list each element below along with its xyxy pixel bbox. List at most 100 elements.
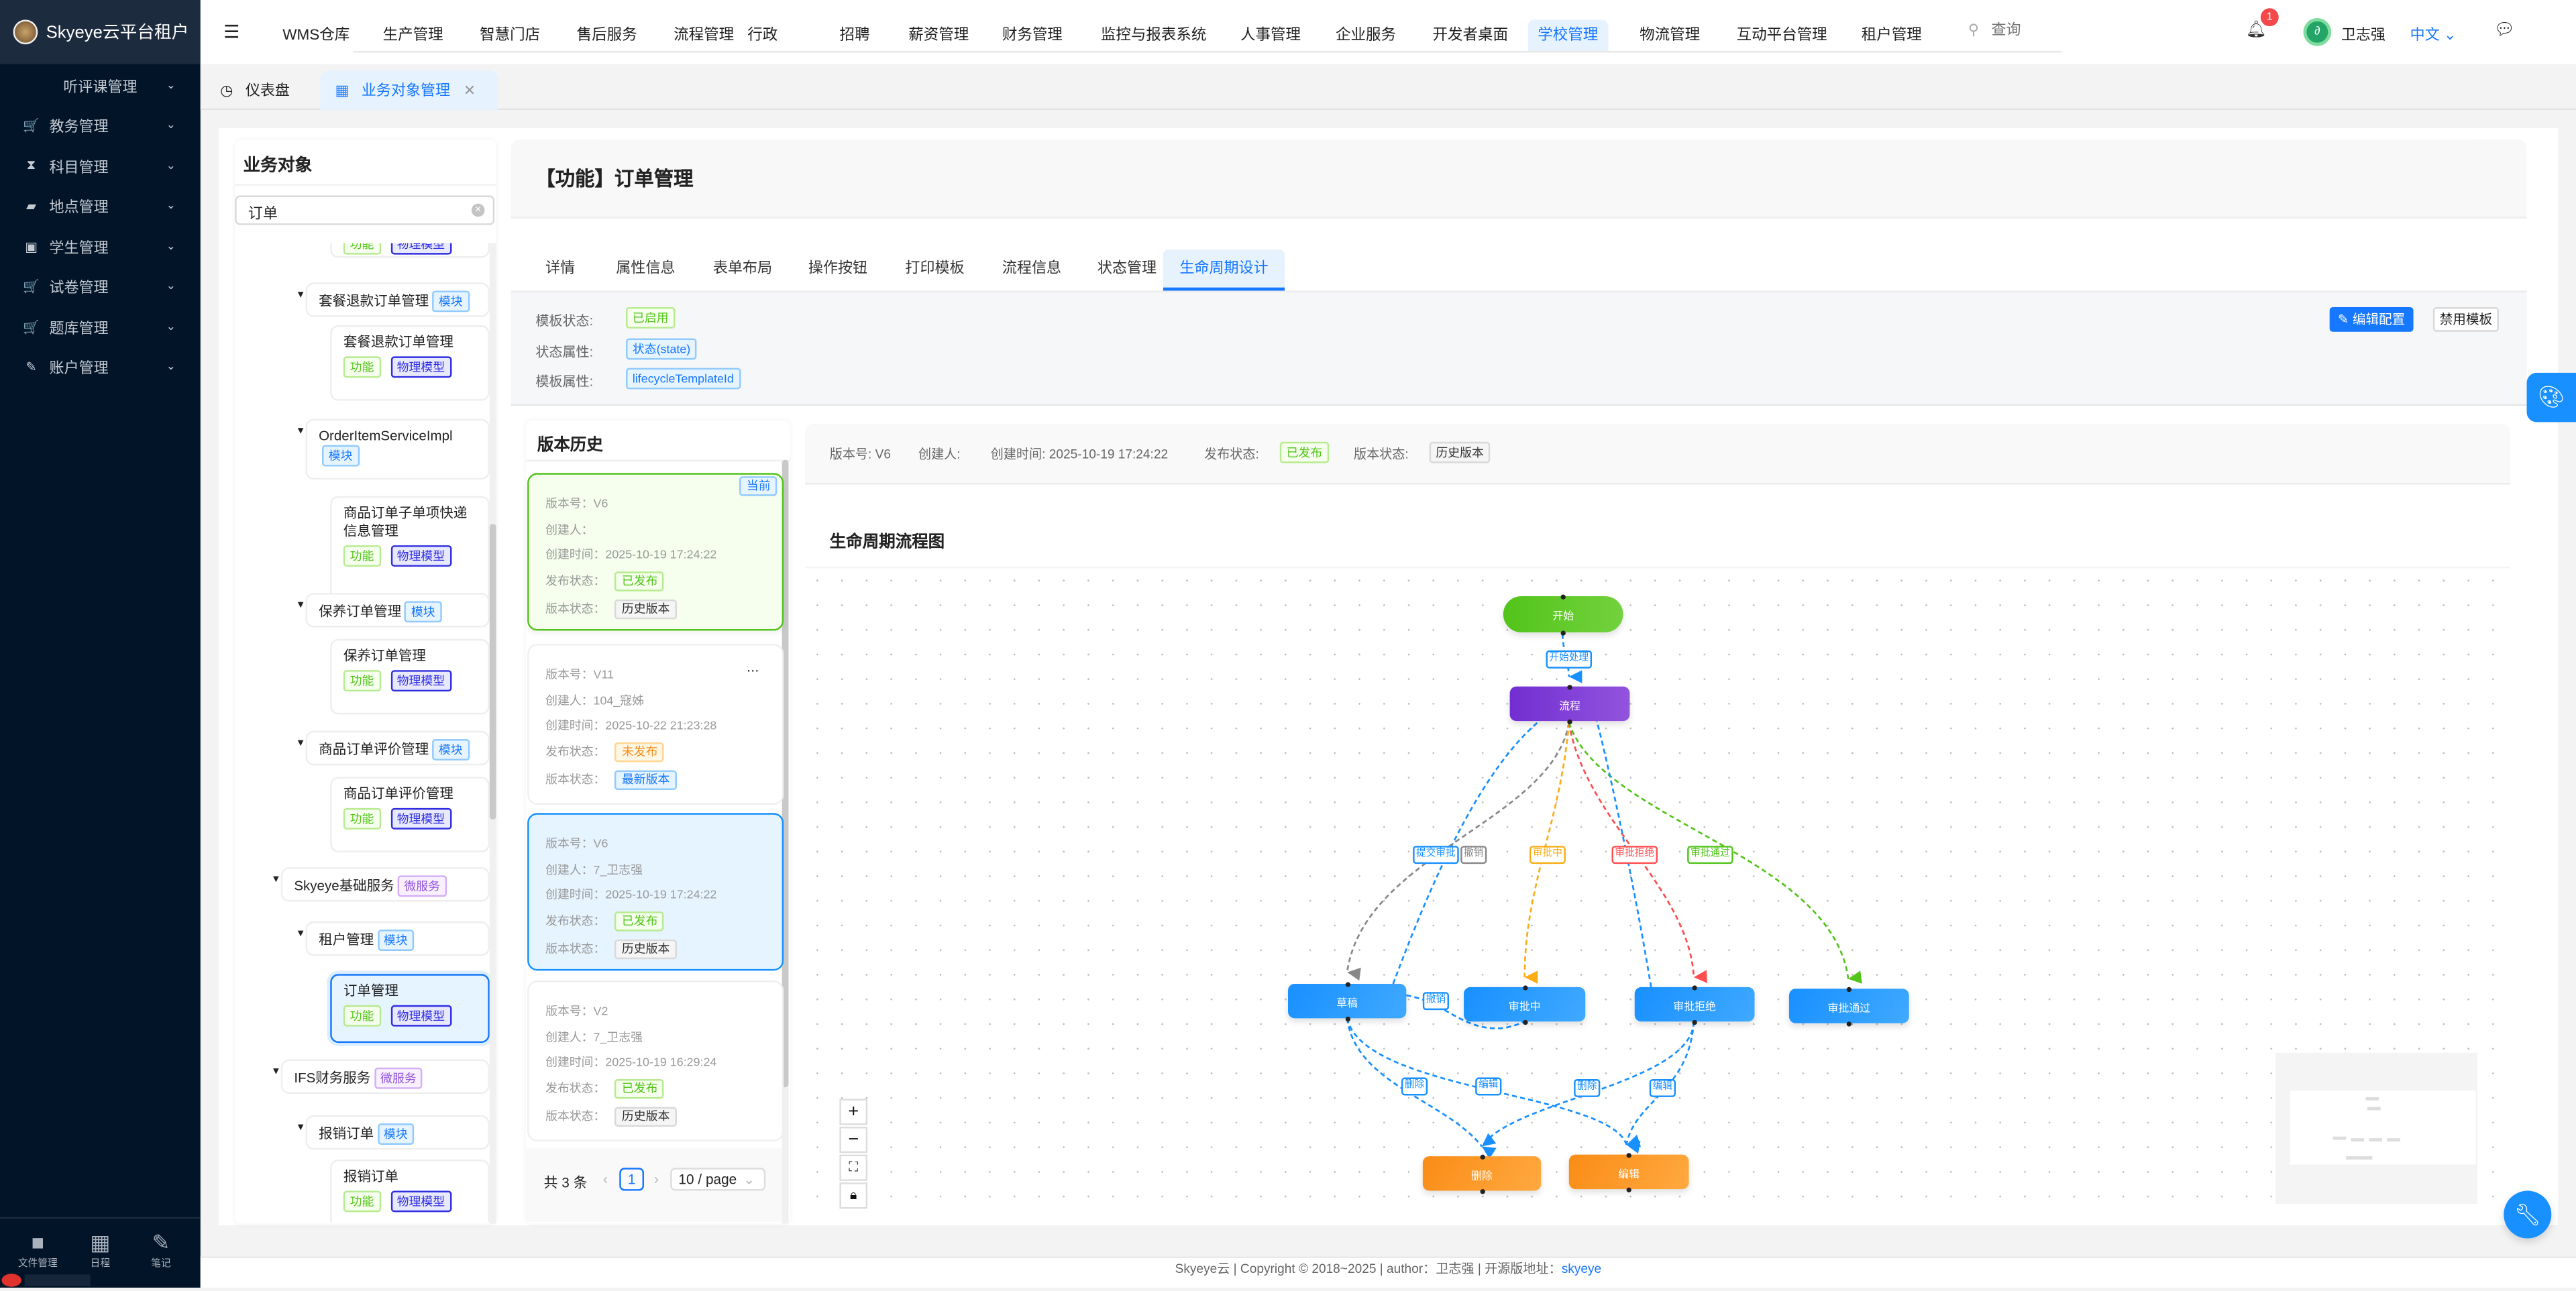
- search-box[interactable]: ⚲: [1968, 21, 2090, 40]
- sidebar-item-question-bank[interactable]: 🛒题库管理⌄: [0, 308, 201, 345]
- tree-leaf-item[interactable]: 功能物理模型: [330, 243, 490, 258]
- detail-tab[interactable]: 操作按钮: [808, 259, 868, 276]
- tab-dashboard[interactable]: ◷ 仪表盘: [220, 79, 290, 101]
- flow-edge-revoke_top[interactable]: [1346, 722, 1570, 981]
- connection-handle[interactable]: [1567, 718, 1572, 724]
- detail-tab[interactable]: 打印模板: [905, 259, 965, 276]
- flow-edge-submit[interactable]: [1392, 720, 1540, 985]
- nav-item[interactable]: 租户管理: [1861, 26, 1922, 43]
- sidebar-item-listen-course[interactable]: 听评课管理⌄: [0, 67, 201, 103]
- detail-tab[interactable]: 流程信息: [1002, 259, 1062, 276]
- tree-leaf-item[interactable]: 订单管理功能物理模型: [330, 974, 490, 1044]
- connection-handle[interactable]: [1846, 986, 1852, 991]
- connection-handle[interactable]: [1344, 1015, 1350, 1021]
- flow-node-process[interactable]: 流程: [1509, 686, 1630, 722]
- flow-edge-rejected[interactable]: [1568, 722, 1708, 983]
- nav-item[interactable]: 人事管理: [1240, 26, 1301, 43]
- connection-handle[interactable]: [1521, 985, 1527, 990]
- chat-icon[interactable]: 💬︎: [2493, 21, 2515, 40]
- edge-label-rejected[interactable]: 审批拒绝: [1611, 846, 1658, 864]
- language-select[interactable]: 中文 ⌄: [2410, 23, 2457, 44]
- nav-item[interactable]: 学校管理: [1527, 19, 1608, 51]
- nav-item[interactable]: 互动平台管理: [1736, 26, 1827, 43]
- caret-down-icon[interactable]: ▼: [271, 1067, 281, 1078]
- connection-handle[interactable]: [1567, 684, 1572, 689]
- caret-down-icon[interactable]: ▼: [295, 427, 306, 437]
- edge-label-approved[interactable]: 审批通过: [1687, 846, 1733, 864]
- connection-handle[interactable]: [1344, 981, 1350, 987]
- zoom-in-button[interactable]: +: [839, 1099, 868, 1125]
- flow-node-reviewing[interactable]: 审批中: [1464, 987, 1586, 1022]
- tree-group-item[interactable]: IFS财务服务微服务: [280, 1059, 490, 1094]
- tree-group-item[interactable]: 租户管理模块: [305, 921, 490, 956]
- sidebar-item-student[interactable]: ▣学生管理⌄: [0, 228, 201, 264]
- user-name[interactable]: 卫志强: [2341, 26, 2385, 43]
- tree-leaf-item[interactable]: 报销订单功能物理模型: [330, 1159, 490, 1223]
- prev-page-button[interactable]: ‹: [602, 1171, 608, 1188]
- edge-label-revoke[interactable]: 撤销: [1422, 992, 1450, 1011]
- flow-edge-approved[interactable]: [1568, 722, 1862, 984]
- flow-edge-rejected_edit[interactable]: [1625, 1021, 1695, 1154]
- connection-handle[interactable]: [1560, 594, 1566, 599]
- caret-down-icon[interactable]: ▼: [295, 601, 306, 612]
- nav-item[interactable]: 监控与报表系统: [1100, 26, 1207, 43]
- detail-tab[interactable]: 生命周期设计: [1163, 249, 1285, 291]
- next-page-button[interactable]: ›: [653, 1171, 659, 1188]
- flow-edge-draft_edit[interactable]: [1346, 1018, 1642, 1147]
- minimap[interactable]: [2275, 1052, 2478, 1204]
- nav-item[interactable]: 生产管理: [382, 26, 443, 43]
- connection-handle[interactable]: [1479, 1188, 1485, 1194]
- disable-template-button[interactable]: 禁用模板: [2432, 306, 2499, 332]
- tree-group-item[interactable]: 保养订单管理模块: [305, 593, 490, 628]
- tree-leaf-item[interactable]: 套餐退款订单管理功能物理模型: [330, 325, 490, 401]
- flow-node-approved[interactable]: 审批通过: [1788, 989, 1909, 1023]
- nav-item[interactable]: 开发者桌面: [1432, 26, 1509, 43]
- file-manager-button[interactable]: ■文件管理: [5, 1230, 70, 1270]
- tree-leaf-item[interactable]: 商品订单子单项快递信息管理功能物理模型: [330, 496, 490, 608]
- zoom-out-button[interactable]: −: [839, 1127, 868, 1154]
- caret-down-icon[interactable]: ▼: [271, 875, 281, 886]
- tree-group-item[interactable]: 报销订单模块: [305, 1115, 490, 1150]
- more-icon[interactable]: ...: [747, 659, 759, 675]
- flow-node-rejected[interactable]: 审批拒绝: [1634, 987, 1755, 1022]
- sidebar-item-account[interactable]: ✎账户管理⌄: [0, 348, 201, 384]
- search-input[interactable]: [1991, 21, 2090, 38]
- flow-node-start[interactable]: 开始: [1503, 596, 1623, 632]
- nav-item[interactable]: 财务管理: [1002, 26, 1063, 43]
- sidebar-item-exam[interactable]: 🛒试卷管理⌄: [0, 268, 201, 304]
- connection-handle[interactable]: [1692, 1019, 1697, 1024]
- tab-business-object[interactable]: ▦ 业务对象管理✕: [320, 70, 498, 111]
- caret-down-icon[interactable]: ▼: [295, 930, 306, 940]
- edge-label-draft_edit[interactable]: 编辑: [1475, 1077, 1502, 1096]
- notes-button[interactable]: ✎笔记: [128, 1230, 194, 1270]
- caret-down-icon[interactable]: ▼: [295, 739, 306, 749]
- nav-item[interactable]: 流程管理: [674, 26, 735, 43]
- nav-item[interactable]: 企业服务: [1336, 26, 1397, 43]
- edge-label-draft_delete[interactable]: 删除: [1401, 1077, 1428, 1096]
- tree-scrollbar-thumb[interactable]: [489, 524, 496, 820]
- tree-group-item[interactable]: 套餐退款订单管理模块: [305, 282, 490, 317]
- object-search-input[interactable]: 订单 ✕: [235, 195, 495, 225]
- connection-handle[interactable]: [1560, 630, 1566, 635]
- connection-handle[interactable]: [1521, 1019, 1527, 1024]
- nav-item[interactable]: 行政: [747, 26, 778, 43]
- flow-node-delete[interactable]: 删除: [1422, 1156, 1542, 1191]
- menu-fold-icon[interactable]: ☰: [223, 23, 240, 43]
- schedule-button[interactable]: ▦日程: [67, 1230, 133, 1270]
- edit-config-button[interactable]: ✎ 编辑配置: [2329, 306, 2414, 332]
- connection-handle[interactable]: [1626, 1152, 1631, 1158]
- version-scrollbar-thumb[interactable]: [782, 459, 789, 1088]
- palette-icon[interactable]: 🎨︎: [2526, 372, 2576, 423]
- tree-leaf-item[interactable]: 商品订单评价管理功能物理模型: [330, 777, 490, 853]
- lock-icon[interactable]: 🔒︎: [839, 1182, 868, 1209]
- connection-handle[interactable]: [1626, 1186, 1631, 1192]
- app-logo[interactable]: Skyeye云平台租户: [0, 0, 201, 64]
- close-icon[interactable]: ✕: [463, 82, 476, 99]
- detail-tab[interactable]: 表单布局: [712, 259, 773, 276]
- edge-label-rejected_edit[interactable]: 编辑: [1649, 1078, 1676, 1097]
- edge-label-start_process[interactable]: 开始处理: [1546, 650, 1593, 669]
- source-link[interactable]: skyeye: [1561, 1261, 1602, 1276]
- connection-handle[interactable]: [1479, 1154, 1485, 1159]
